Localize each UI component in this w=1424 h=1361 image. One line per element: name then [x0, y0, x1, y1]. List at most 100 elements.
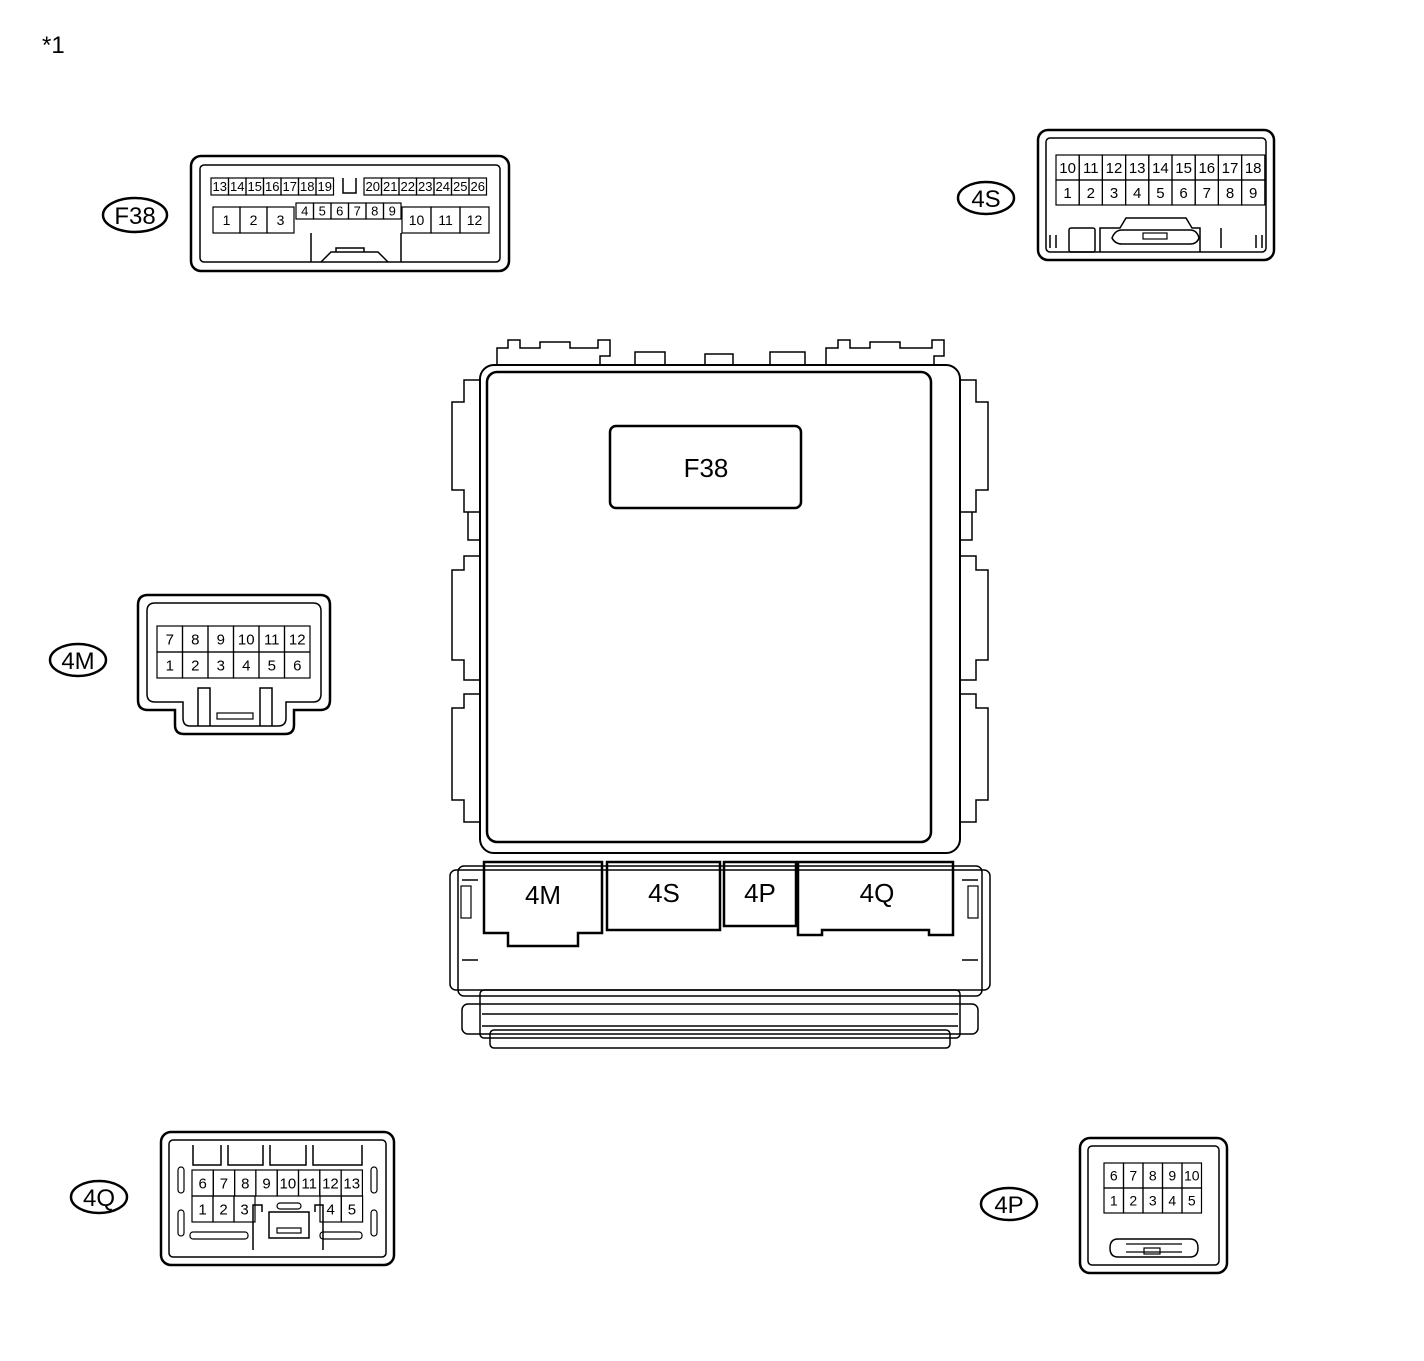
pin-number-f38: 10 — [409, 212, 425, 228]
pin-number-f38: 5 — [319, 204, 326, 219]
pin-number-4m: 12 — [289, 631, 306, 648]
pin-number-4s: 14 — [1152, 160, 1169, 177]
pin-number-4s: 11 — [1083, 160, 1099, 177]
pin-number-4s: 12 — [1106, 160, 1123, 177]
socket-label-f38: F38 — [684, 453, 729, 483]
pin-number-4q: 8 — [241, 1175, 249, 1192]
pin-number-4q: 4 — [326, 1201, 334, 1218]
pin-number-f38: 20 — [366, 179, 380, 194]
pin-number-4m: 1 — [166, 657, 174, 674]
connector-4q-id: 4Q — [83, 1185, 115, 1212]
pin-number-4s: 16 — [1198, 160, 1215, 177]
pin-number-4s: 15 — [1175, 160, 1192, 177]
pin-number-4m: 7 — [166, 631, 174, 648]
pin-number-4q: 5 — [348, 1201, 356, 1218]
pin-number-f38: 8 — [371, 204, 378, 219]
pin-number-4s: 13 — [1129, 160, 1146, 177]
connector-4m-id: 4M — [61, 648, 94, 675]
pin-number-4p: 6 — [1110, 1168, 1118, 1184]
socket-label-4s: 4S — [648, 878, 680, 908]
pin-number-f38: 23 — [418, 179, 432, 194]
pin-number-f38: 2 — [250, 212, 258, 228]
pin-number-4m: 3 — [217, 657, 225, 674]
pin-cavity — [266, 206, 295, 234]
pin-cavity — [340, 1195, 364, 1223]
pin-number-4s: 6 — [1179, 185, 1187, 202]
pin-number-4q: 6 — [198, 1175, 206, 1192]
pin-number-4q: 1 — [198, 1201, 206, 1218]
pin-number-4m: 8 — [191, 631, 199, 648]
connector-4s-id: 4S — [971, 186, 1000, 213]
pin-number-f38: 4 — [301, 204, 308, 219]
pin-number-f38: 26 — [471, 179, 485, 194]
pin-number-4p: 9 — [1168, 1168, 1176, 1184]
pin-number-f38: 6 — [336, 204, 343, 219]
pin-number-4s: 3 — [1110, 185, 1118, 202]
pin-number-f38: 9 — [389, 204, 396, 219]
junction-block: F38 4M 4S 4P 4Q — [449, 339, 991, 1049]
pin-cavity — [1181, 1187, 1203, 1214]
pin-number-f38: 12 — [467, 212, 483, 228]
pin-number-4s: 2 — [1087, 185, 1095, 202]
pin-number-f38: 7 — [354, 204, 361, 219]
connector-4p-id: 4P — [994, 1192, 1023, 1219]
pin-number-f38: 11 — [438, 212, 453, 228]
pin-number-4q: 9 — [262, 1175, 270, 1192]
pin-number-4p: 8 — [1149, 1168, 1157, 1184]
connector-f38-id: F38 — [114, 203, 155, 230]
pin-number-4p: 4 — [1168, 1193, 1176, 1209]
pin-number-4s: 18 — [1245, 160, 1262, 177]
pin-number-4q: 13 — [343, 1175, 360, 1192]
pin-cavity — [283, 651, 311, 679]
pin-cavity — [315, 177, 335, 196]
pin-number-4m: 4 — [242, 657, 250, 674]
pin-number-4p: 5 — [1188, 1193, 1196, 1209]
pin-number-4s: 4 — [1133, 185, 1141, 202]
pin-number-4p: 3 — [1149, 1193, 1157, 1209]
pin-number-4q: 11 — [301, 1175, 317, 1192]
pin-cavity — [382, 202, 402, 220]
pin-number-4m: 5 — [268, 657, 276, 674]
pin-number-f38: 16 — [265, 179, 279, 194]
pin-number-4m: 9 — [217, 631, 225, 648]
pin-number-4m: 10 — [238, 631, 255, 648]
pin-number-4p: 7 — [1129, 1168, 1137, 1184]
pin-number-f38: 25 — [453, 179, 467, 194]
pin-number-4q: 12 — [322, 1175, 339, 1192]
pin-number-4s: 17 — [1222, 160, 1239, 177]
pin-number-4q: 7 — [220, 1175, 228, 1192]
pin-number-4q: 3 — [240, 1201, 248, 1218]
pin-number-f38: 17 — [283, 179, 297, 194]
pin-number-f38: 21 — [383, 179, 397, 194]
pin-number-4m: 11 — [264, 631, 280, 648]
pin-cavity — [1240, 179, 1266, 206]
pin-number-f38: 24 — [436, 179, 450, 194]
socket-label-4p: 4P — [744, 878, 776, 908]
pin-number-4m: 2 — [191, 657, 199, 674]
pin-cavity — [233, 1195, 256, 1223]
socket-label-4m: 4M — [525, 880, 561, 910]
pin-cavity — [468, 177, 488, 196]
pin-number-4p: 10 — [1184, 1168, 1200, 1184]
socket-label-4q: 4Q — [860, 878, 895, 908]
pin-number-4q: 2 — [219, 1201, 227, 1218]
pin-number-f38: 14 — [230, 179, 244, 194]
pin-number-f38: 3 — [277, 212, 285, 228]
pin-number-4s: 9 — [1249, 185, 1257, 202]
pin-number-4p: 1 — [1110, 1193, 1118, 1209]
pin-number-4s: 7 — [1203, 185, 1211, 202]
footnote-marker: *1 — [42, 32, 65, 59]
pin-number-f38: 15 — [248, 179, 262, 194]
pin-number-f38: 22 — [401, 179, 415, 194]
pin-number-4q: 10 — [280, 1175, 297, 1192]
pin-cavity — [459, 206, 490, 234]
pin-number-f38: 13 — [213, 179, 227, 194]
pin-number-4s: 1 — [1063, 185, 1071, 202]
pin-number-4s: 10 — [1059, 160, 1076, 177]
